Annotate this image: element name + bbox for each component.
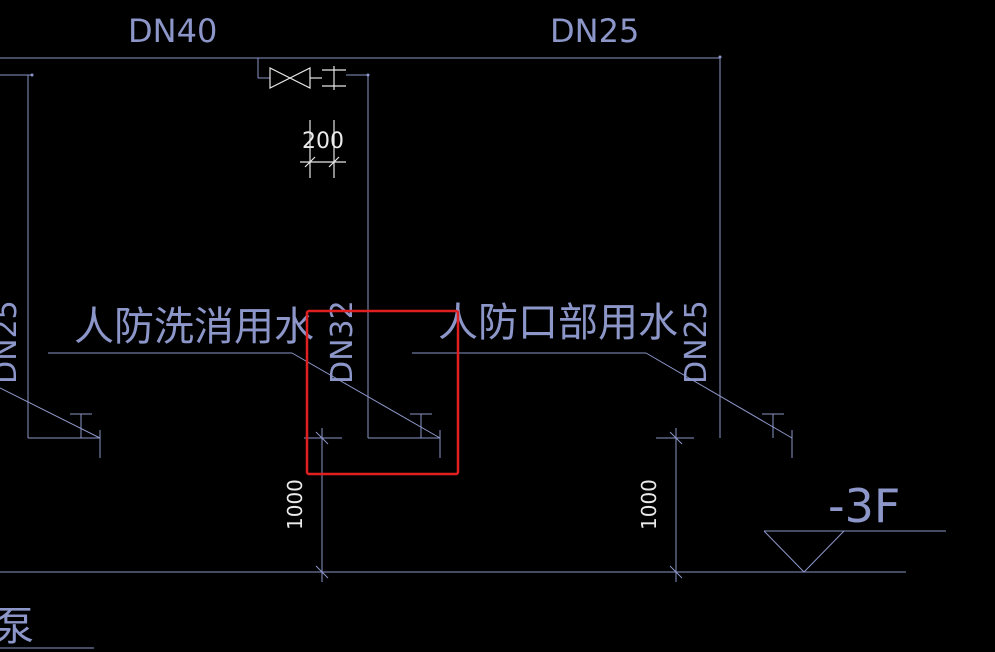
pipe-size-dn25-left: DN25 bbox=[0, 300, 24, 384]
outlet-symbol-right[interactable] bbox=[762, 413, 793, 458]
label-pump: 泵 bbox=[0, 604, 34, 650]
pipe-node bbox=[30, 73, 34, 77]
outlet-symbol-left[interactable] bbox=[70, 413, 101, 458]
level-marker-icon[interactable] bbox=[763, 530, 946, 573]
leader-left bbox=[0, 387, 101, 439]
floor-level-text: -3F bbox=[828, 479, 900, 533]
pipe-size-dn25-top: DN25 bbox=[550, 12, 639, 50]
gate-valve-icon[interactable] bbox=[269, 67, 311, 89]
pipe-node bbox=[718, 55, 722, 59]
leader-wash bbox=[291, 352, 441, 439]
pipe-size-dn32: DN32 bbox=[325, 300, 360, 384]
selection-highlight-box[interactable] bbox=[305, 309, 460, 476]
pipe-size-dn25-right: DN25 bbox=[679, 300, 714, 384]
pipe-size-dn40: DN40 bbox=[128, 12, 217, 50]
dimension-right bbox=[656, 428, 694, 582]
valve-dim-text: 200 bbox=[302, 129, 344, 154]
outlet-symbol-middle[interactable] bbox=[410, 413, 441, 458]
dim-text-left: 1000 bbox=[283, 479, 307, 530]
dimension-left bbox=[304, 428, 342, 582]
label-civil-defense-wash: 人防洗消用水 bbox=[74, 304, 314, 350]
label-civil-defense-port: 人防口部用水 bbox=[438, 300, 678, 346]
valve-dimension bbox=[300, 120, 346, 178]
leader-port bbox=[645, 352, 793, 439]
dim-text-right: 1000 bbox=[637, 479, 661, 530]
flange-icon bbox=[322, 66, 346, 90]
